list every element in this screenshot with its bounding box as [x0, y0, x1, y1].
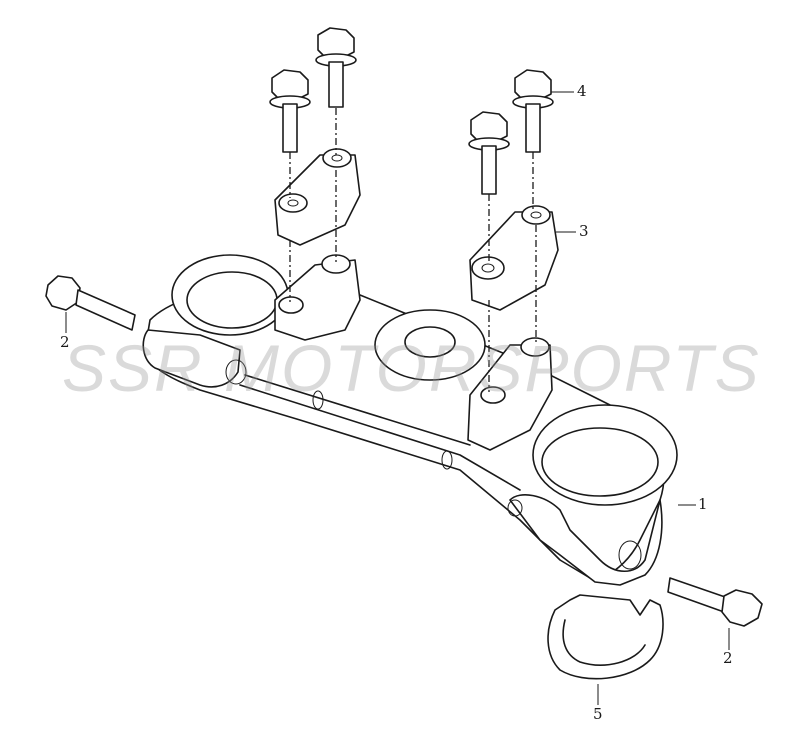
callout-part-5: 5	[593, 705, 603, 723]
bolt-upper-1	[315, 27, 357, 108]
watermark-text: SSR MOTORSPORTS	[62, 331, 761, 405]
handlebar-clamp-left	[274, 148, 361, 246]
strap-clamp	[547, 594, 664, 680]
callout-part-4: 4	[577, 82, 587, 100]
leader-lines	[65, 91, 730, 705]
callout-part-2-right: 2	[723, 649, 733, 667]
bolt-left-side	[45, 275, 136, 331]
callout-part-2-left: 2	[60, 333, 70, 351]
bolt-upper-4	[468, 111, 510, 195]
bolt-right-side	[667, 577, 763, 627]
callout-part-1: 1	[698, 495, 708, 513]
bolt-upper-3	[512, 69, 554, 153]
triple-clamp	[142, 254, 678, 586]
bolt-upper-2	[269, 69, 311, 153]
alignment-lines	[289, 108, 537, 392]
callout-part-3: 3	[579, 222, 589, 240]
handlebar-clamp-right	[469, 205, 559, 311]
